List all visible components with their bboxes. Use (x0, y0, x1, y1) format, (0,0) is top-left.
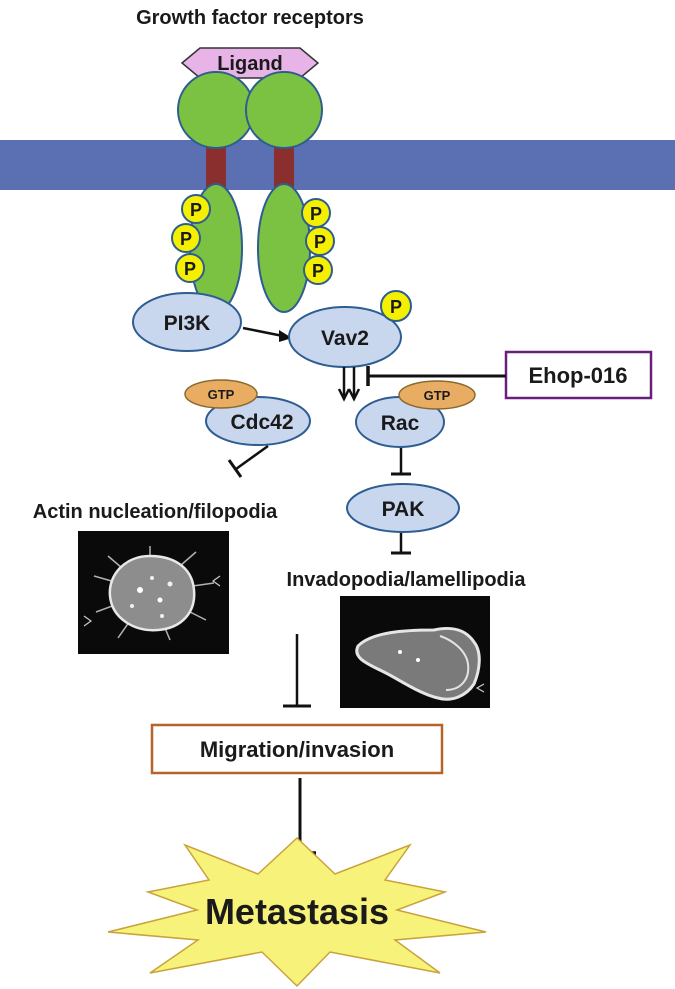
svg-text:P: P (310, 204, 322, 224)
cdc42-node: Cdc42 (205, 396, 311, 446)
actin-nucleation-label: Actin nucleation/filopodia (33, 501, 278, 523)
rac-label: Rac (381, 412, 420, 435)
ehop-016-inhibitor: Ehop-016 (366, 350, 653, 400)
filopodia-micrograph (78, 531, 229, 654)
phosphate-left-2: P (171, 223, 201, 253)
cell-membrane (0, 140, 675, 190)
filopodia-to-migration-connector (283, 634, 311, 708)
svg-text:P: P (190, 200, 202, 220)
svg-text:P: P (314, 232, 326, 252)
cdc42-label: Cdc42 (230, 411, 293, 434)
pi3k-node: PI3K (132, 292, 242, 352)
pak-node: PAK (346, 483, 460, 533)
svg-text:P: P (180, 229, 192, 249)
gtp-cdc42: GTP (184, 379, 258, 409)
transmembrane-domain-right (274, 140, 294, 190)
title: Growth factor receptors (136, 7, 364, 29)
pi3k-label: PI3K (164, 312, 211, 335)
migration-invasion-box: Migration/invasion (150, 723, 444, 775)
gtp-rac: GTP (398, 380, 476, 410)
metastasis-label: Metastasis (205, 891, 389, 932)
phosphate-left-3: P (175, 253, 205, 283)
vav2-label: Vav2 (321, 327, 369, 350)
intracellular-domain-right (257, 183, 311, 313)
inhibitor-label: Ehop-016 (528, 363, 627, 388)
migration-label: Migration/invasion (200, 737, 394, 762)
cdc42-to-actin-connector (227, 444, 269, 478)
extracellular-domain-right (245, 71, 323, 149)
receptor-right (245, 71, 323, 313)
svg-text:P: P (184, 259, 196, 279)
lamellipodia-micrograph (340, 596, 490, 708)
metastasis-starburst: Metastasis (107, 836, 487, 988)
rac-to-pak-connector (391, 448, 411, 476)
arrow-pi3k-to-vav2 (242, 326, 292, 342)
transmembrane-domain-left (206, 140, 226, 190)
ligand-label: Ligand (217, 53, 283, 75)
phosphate-left-1: P (181, 194, 211, 224)
pak-label: PAK (382, 498, 425, 521)
svg-text:P: P (312, 261, 324, 281)
ligand: Ligand (180, 47, 320, 79)
phosphate-right-1: P (301, 198, 331, 228)
pak-to-invadopodia-connector (391, 533, 411, 555)
phosphate-right-2: P (305, 226, 335, 256)
svg-text:GTP: GTP (208, 387, 235, 402)
svg-text:GTP: GTP (424, 388, 451, 403)
phosphate-right-3: P (303, 255, 333, 285)
arrows-vav2-to-gtpases (337, 367, 361, 402)
phosphate-vav2: P (380, 290, 412, 322)
extracellular-domain-left (177, 71, 255, 149)
receptor-left (177, 71, 255, 313)
invadopodia-label: Invadopodia/lamellipodia (287, 569, 527, 591)
svg-text:P: P (390, 297, 402, 317)
